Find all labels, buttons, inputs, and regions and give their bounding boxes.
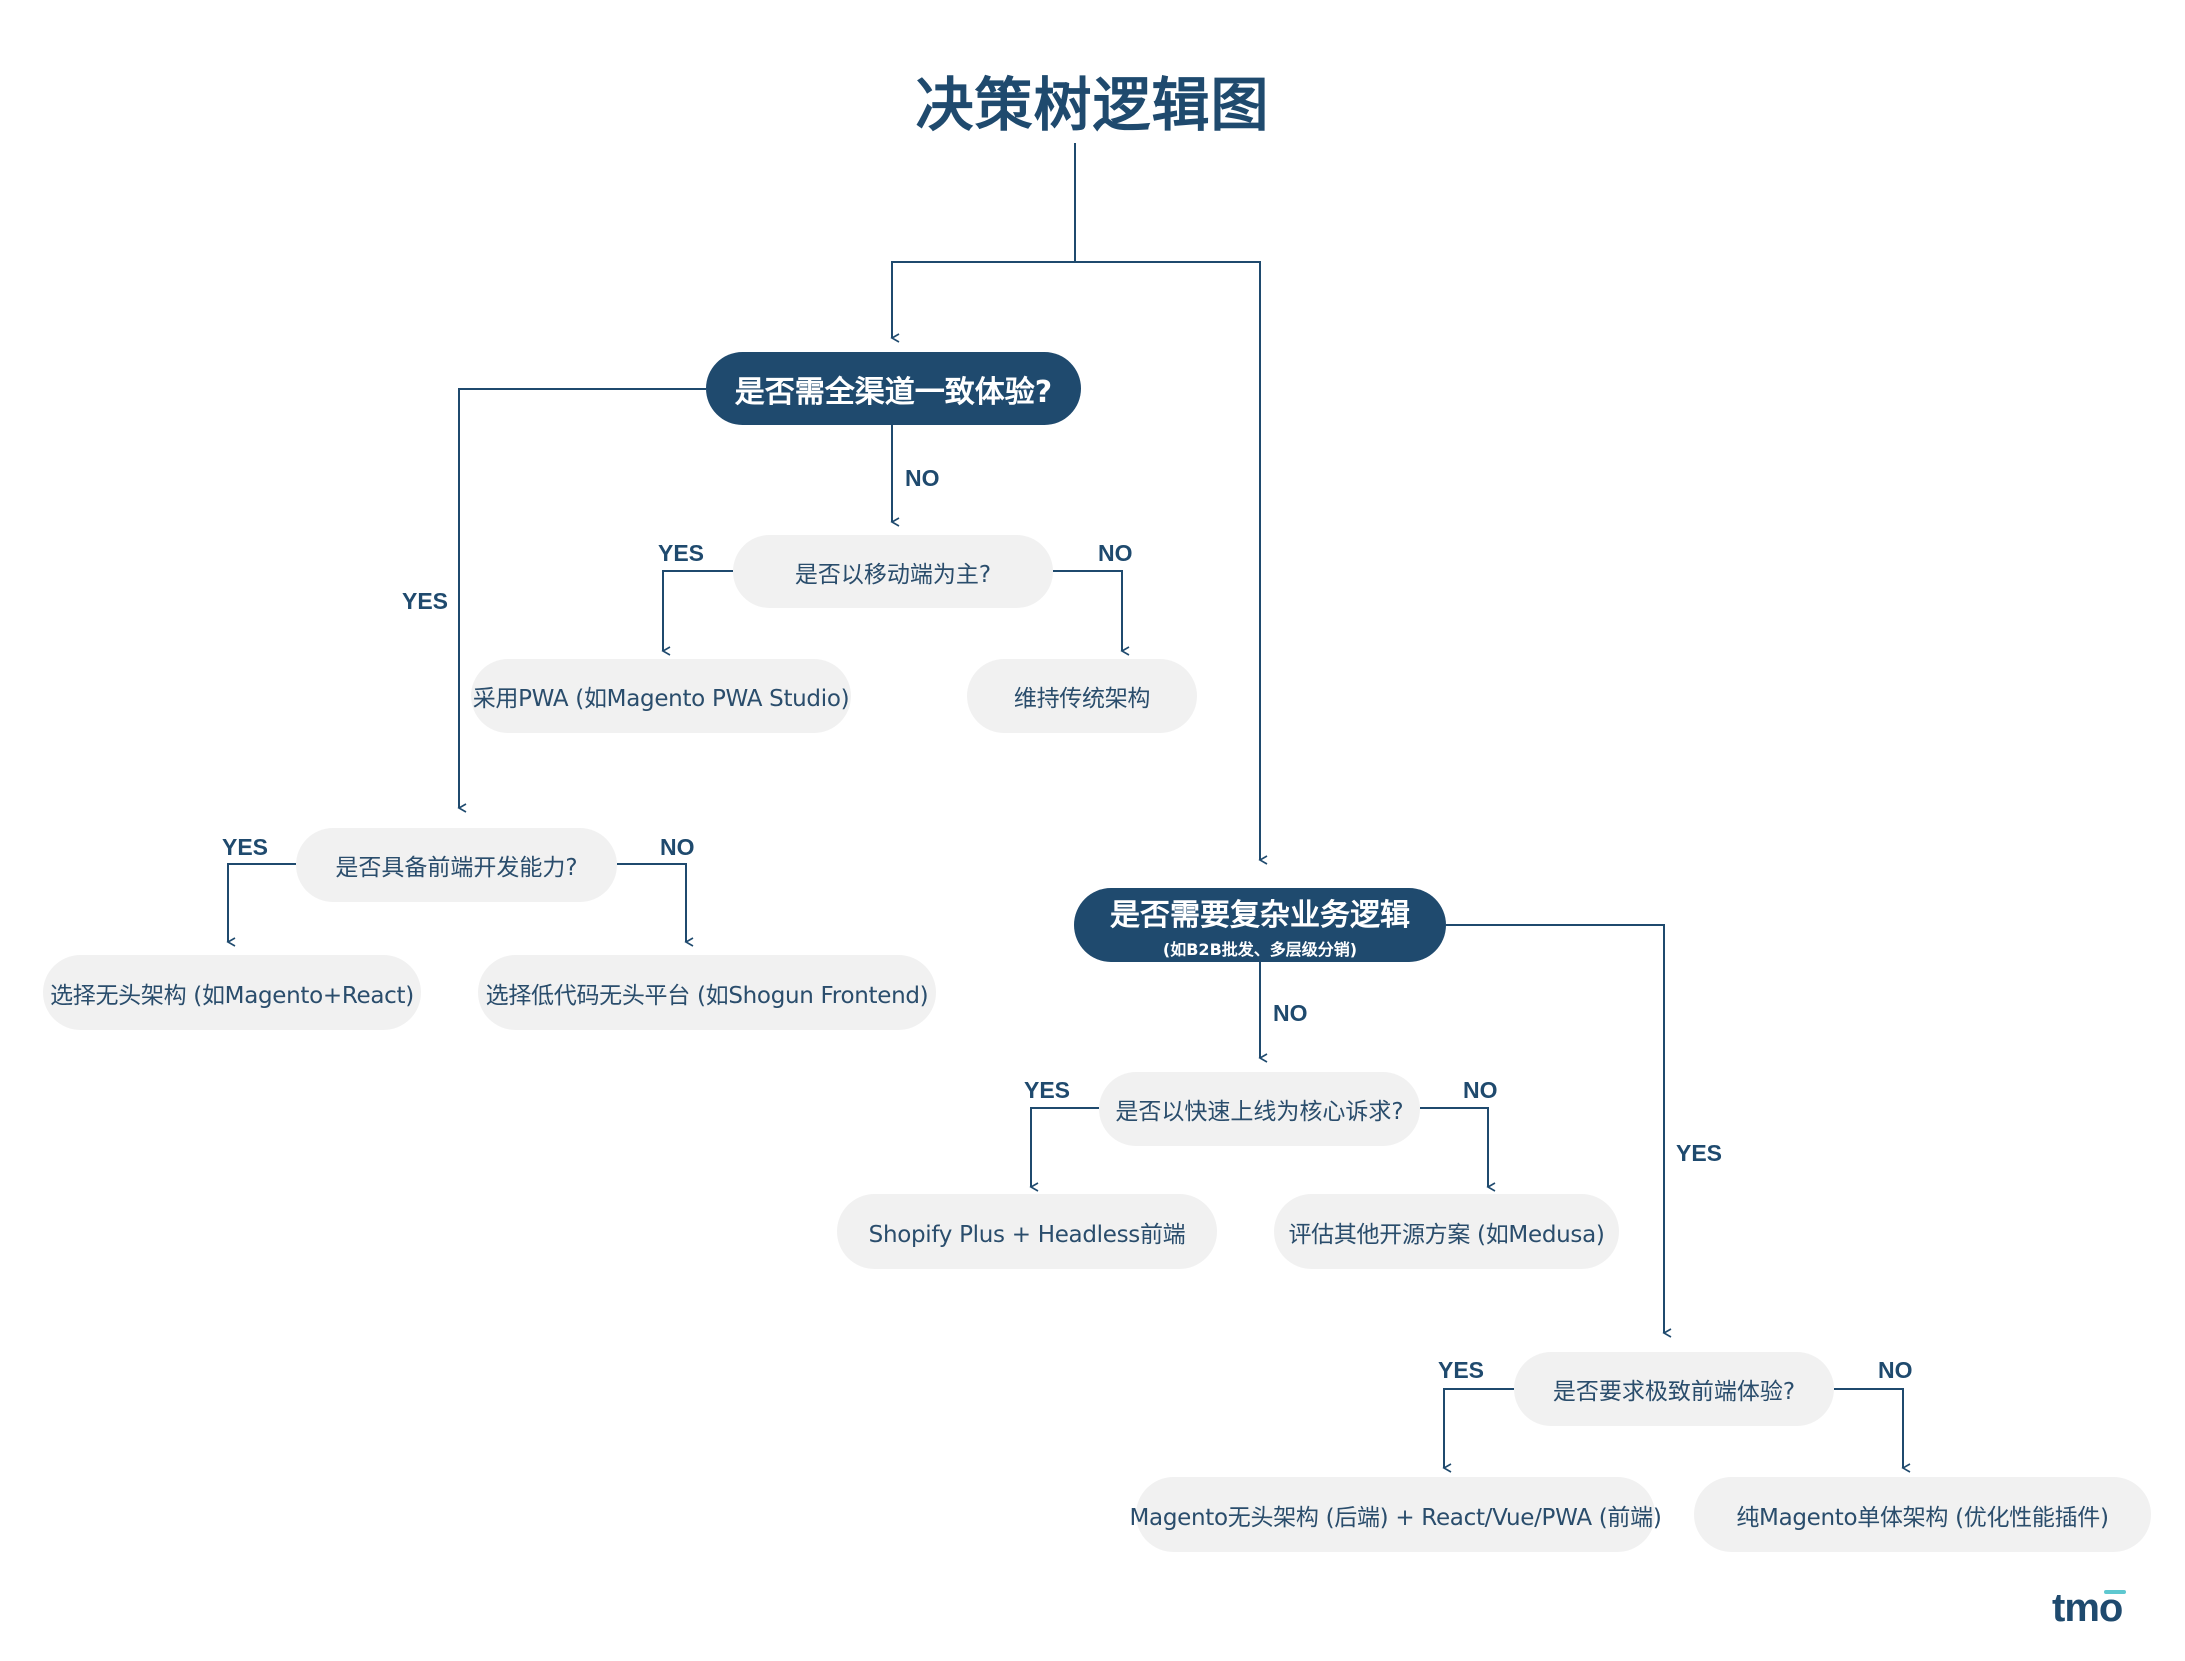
edge-root-to-complex — [1075, 261, 1268, 865]
leaf-headless-react: 选择无头架构 (如Magento+React) — [43, 955, 421, 1030]
label-extreme-yes: YES — [1438, 1357, 1485, 1383]
label-complex-yes: YES — [1676, 1140, 1723, 1166]
label-fast-yes: YES — [1024, 1077, 1071, 1103]
label-fast-no: NO — [1463, 1077, 1498, 1103]
edge-omnichannel-yes — [457, 388, 706, 813]
label-mobile-no: NO — [1098, 540, 1133, 566]
edge-frontend-no — [617, 863, 694, 947]
leaf-pwa: 采用PWA (如Magento PWA Studio) — [471, 659, 851, 733]
edge-root-to-omnichannel — [890, 261, 1075, 343]
leaf-shopify-label: Shopify Plus + Headless前端 — [868, 1221, 1186, 1248]
leaf-magento-headless: Magento无头架构 (后端) + React/Vue/PWA (前端) — [1130, 1477, 1662, 1552]
edge-mobile-yes — [661, 570, 733, 656]
leaf-lowcode: 选择低代码无头平台 (如Shogun Frontend) — [478, 955, 936, 1030]
label-complex-no: NO — [1273, 1000, 1308, 1026]
leaf-magento-mono-label: 纯Magento单体架构 (优化性能插件) — [1736, 1504, 2109, 1531]
label-omnichannel-no: NO — [905, 465, 940, 491]
label-omnichannel-yes: YES — [402, 588, 449, 614]
node-complex-logic: 是否需要复杂业务逻辑 (如B2B批发、多层级分销) — [1074, 888, 1446, 962]
leaf-pwa-label: 采用PWA (如Magento PWA Studio) — [472, 686, 850, 712]
leaf-traditional: 维持传统架构 — [967, 659, 1197, 733]
leaf-magento-headless-label: Magento无头架构 (后端) + React/Vue/PWA (前端) — [1129, 1504, 1662, 1531]
edge-mobile-no — [1053, 570, 1130, 656]
tmo-logo: tmo — [2052, 1586, 2126, 1631]
node-complex-logic-label: 是否需要复杂业务逻辑 — [1110, 898, 1410, 933]
node-omnichannel-label: 是否需全渠道一致体验? — [734, 374, 1053, 410]
edge-frontend-yes — [226, 863, 296, 947]
label-frontend-no: NO — [660, 834, 695, 860]
node-mobile-first-label: 是否以移动端为主? — [794, 561, 992, 588]
node-fast-launch-label: 是否以快速上线为核心诉求? — [1115, 1099, 1404, 1125]
label-extreme-no: NO — [1878, 1357, 1913, 1383]
label-mobile-yes: YES — [658, 540, 705, 566]
edge-complex-yes — [1446, 924, 1672, 1338]
node-omnichannel: 是否需全渠道一致体验? — [706, 352, 1081, 425]
node-fast-launch: 是否以快速上线为核心诉求? — [1099, 1072, 1420, 1146]
leaf-medusa-label: 评估其他开源方案 (如Medusa) — [1288, 1221, 1605, 1248]
leaf-traditional-label: 维持传统架构 — [1013, 686, 1151, 712]
edge-fast-no — [1420, 1107, 1496, 1192]
logo-accent-bar — [2104, 1590, 2126, 1594]
leaf-shopify: Shopify Plus + Headless前端 — [837, 1194, 1217, 1269]
node-frontend-ability-label: 是否具备前端开发能力? — [335, 855, 578, 881]
node-frontend-ability: 是否具备前端开发能力? — [296, 828, 617, 902]
node-extreme-frontend-label: 是否要求极致前端体验? — [1552, 1379, 1796, 1405]
leaf-headless-react-label: 选择无头架构 (如Magento+React) — [50, 982, 414, 1009]
leaf-magento-mono: 纯Magento单体架构 (优化性能插件) — [1694, 1477, 2151, 1552]
node-extreme-frontend: 是否要求极致前端体验? — [1514, 1352, 1834, 1426]
leaf-lowcode-label: 选择低代码无头平台 (如Shogun Frontend) — [485, 982, 929, 1009]
page-title: 决策树逻辑图 — [915, 71, 1270, 139]
leaf-medusa: 评估其他开源方案 (如Medusa) — [1274, 1194, 1619, 1269]
edge-fast-yes — [1029, 1107, 1099, 1192]
node-complex-logic-sublabel: (如B2B批发、多层级分销) — [1162, 940, 1358, 959]
label-frontend-yes: YES — [222, 834, 269, 860]
edge-extreme-no — [1834, 1388, 1911, 1473]
edge-extreme-yes — [1442, 1388, 1514, 1473]
node-mobile-first: 是否以移动端为主? — [733, 535, 1053, 608]
